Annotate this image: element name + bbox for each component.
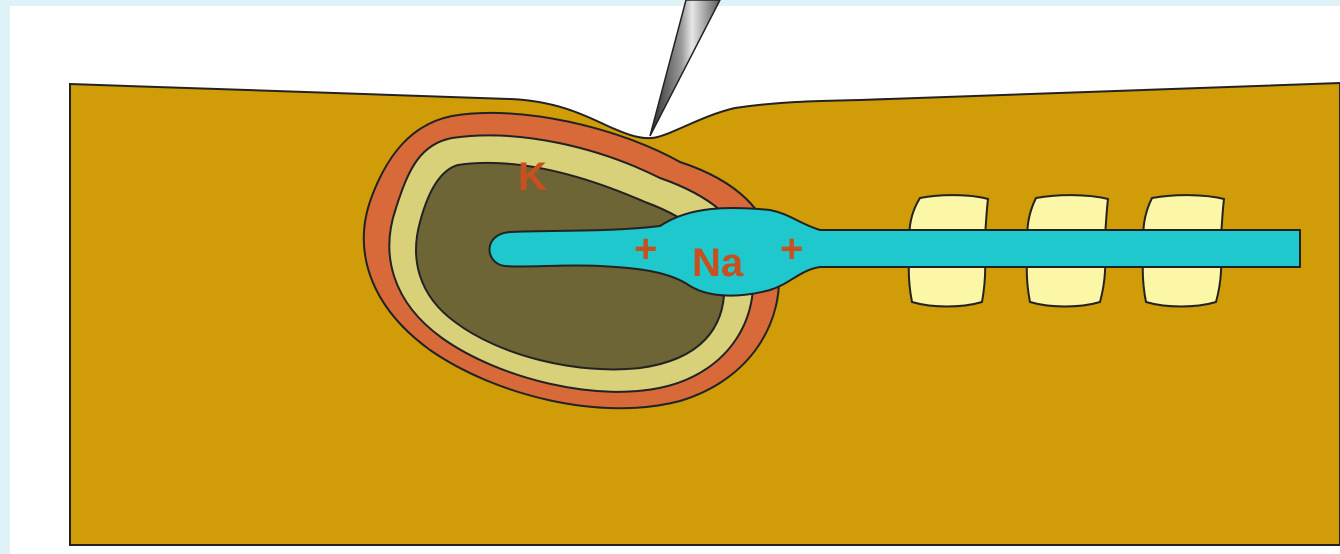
potassium-label: K [518, 155, 547, 199]
sodium-label: Na [692, 241, 744, 285]
plus-right-label: + [780, 227, 803, 271]
plus-left-label: + [634, 227, 657, 271]
